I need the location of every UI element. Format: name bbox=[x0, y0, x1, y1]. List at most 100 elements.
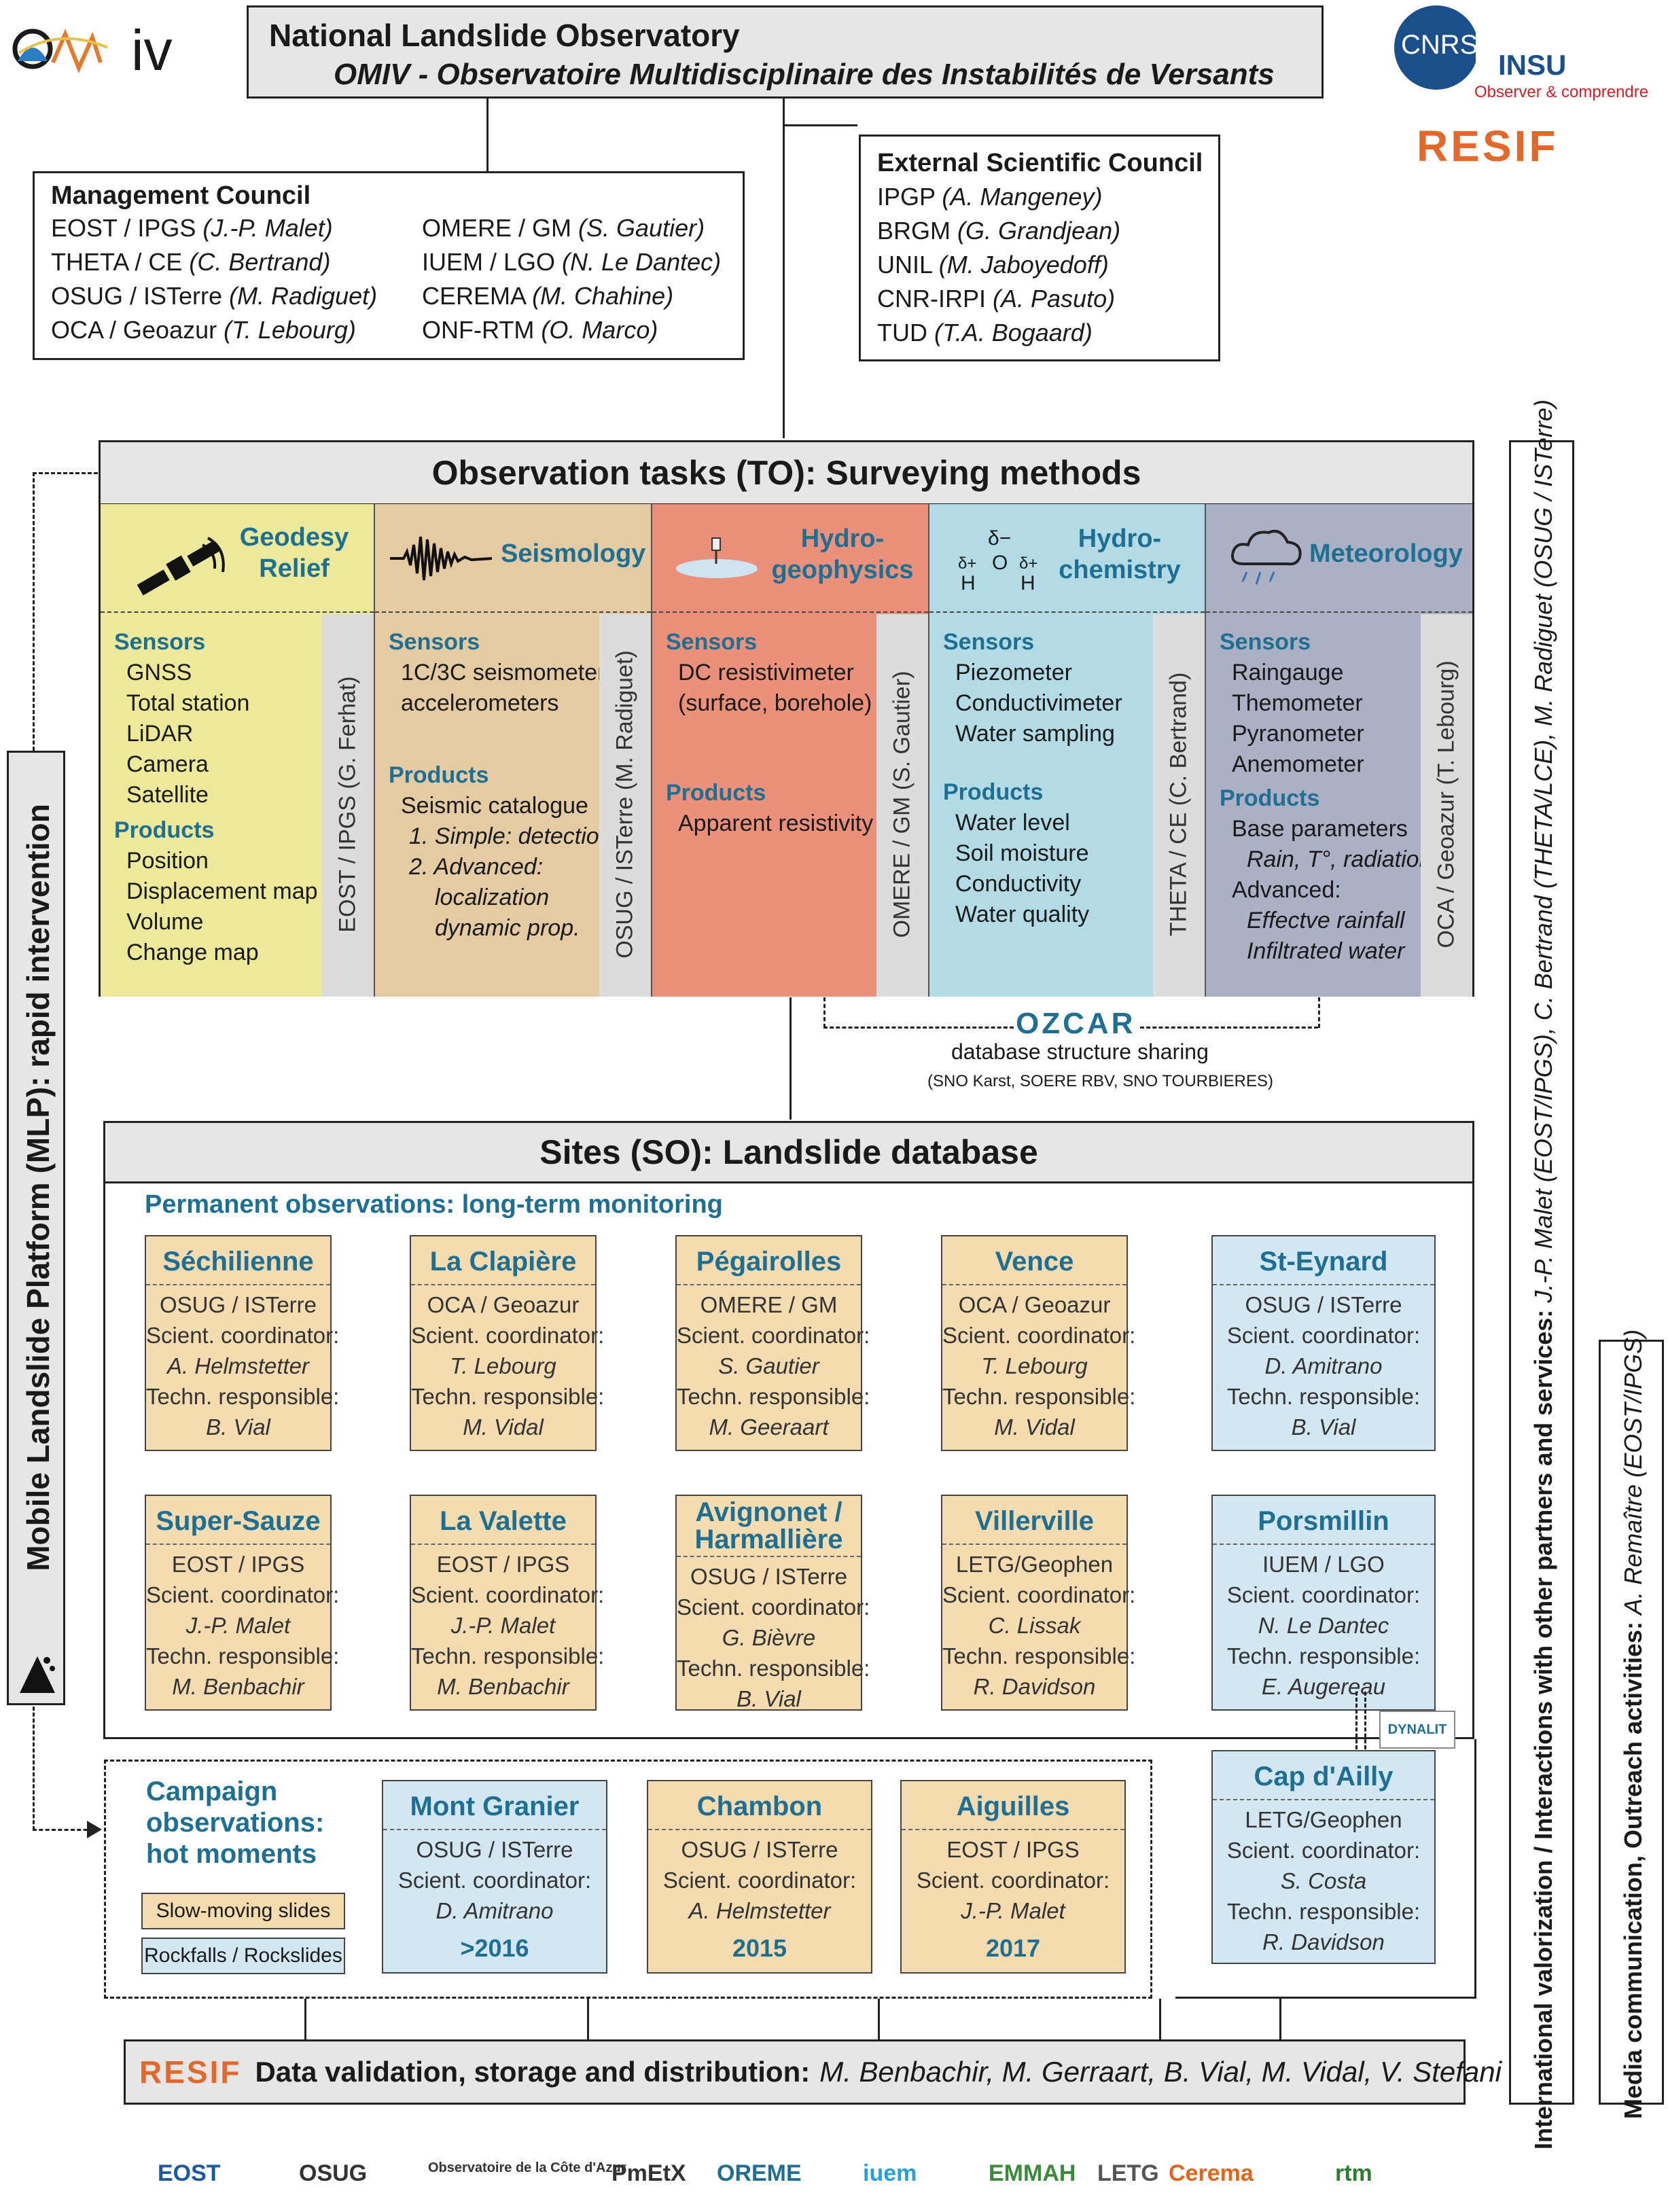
card-text: M. Geeraart bbox=[709, 1414, 829, 1440]
column-body: Sensors Raingauge Themometer Pyranometer… bbox=[1206, 614, 1432, 997]
products-label: Products bbox=[666, 780, 766, 806]
sites-frame bbox=[103, 1182, 1474, 1739]
card-text: A. Helmstetter bbox=[688, 1898, 831, 1923]
sensors-label: Sensors bbox=[666, 629, 758, 655]
column-responsible: THETA / CE (C. Bertrand) bbox=[1153, 614, 1205, 997]
media-people: A. Remaître (EOST/IPGS) bbox=[1619, 1329, 1647, 1615]
column-header: Meteorology bbox=[1206, 504, 1472, 613]
mlp-connector bbox=[33, 472, 35, 751]
column-body: Sensors 1C/3C seismometers accelerometer… bbox=[375, 614, 616, 997]
site-name: Super-Sauze bbox=[146, 1496, 330, 1545]
product-item: Infiltrated water bbox=[1247, 938, 1405, 964]
responsible-label: OSUG / ISTerre (M. Radiguet) bbox=[611, 650, 638, 959]
column-title: Geodesy Relief bbox=[239, 523, 349, 583]
satellite-icon bbox=[137, 537, 225, 596]
council-member: BRGM (G. Grandjean) bbox=[877, 217, 1121, 245]
sensor-item: Conductivimeter bbox=[955, 690, 1122, 716]
sensor-item: GNSS bbox=[126, 660, 192, 685]
card-text: Scient. coordinator: bbox=[677, 1323, 870, 1348]
management-council-box: Management Council EOST / IPGS (J.-P. Ma… bbox=[33, 171, 745, 360]
card-text: M. Benbachir bbox=[172, 1674, 304, 1699]
council-member: OCA / Geoazur (T. Lebourg) bbox=[51, 316, 356, 344]
footer-logo: EOST bbox=[158, 2160, 221, 2186]
omiv-logo: iv bbox=[5, 14, 209, 88]
footer-logo: Observatoire de la Côte d'Azur bbox=[428, 2160, 626, 2175]
media-bold: Media communication, Outreach activities… bbox=[1619, 1621, 1647, 2120]
sensor-item: Water sampling bbox=[955, 721, 1115, 747]
council-member: OMERE / GM (S. Gautier) bbox=[422, 214, 705, 242]
responsible-label: EOST / IPGS (G. Ferhat) bbox=[334, 676, 361, 933]
card-text: Techn. responsible: bbox=[146, 1384, 340, 1409]
card-text: Techn. responsible: bbox=[1226, 1643, 1421, 1669]
rain-cloud-icon bbox=[1231, 529, 1302, 585]
responsible-label: OMERE / GM (S. Gautier) bbox=[889, 671, 915, 938]
ozcar-sub: (SNO Karst, SOERE RBV, SNO TOURBIERES) bbox=[927, 1072, 1274, 1090]
mlp-connector bbox=[33, 1707, 35, 1830]
omiv-logo-iv: iv bbox=[131, 18, 173, 82]
site-name: Séchilienne bbox=[146, 1236, 330, 1285]
sensors-label: Sensors bbox=[1220, 629, 1311, 655]
data-bar-bold: Data validation, storage and distributio… bbox=[255, 2056, 811, 2088]
card-text: C. Lissak bbox=[988, 1613, 1081, 1638]
product-item: localization bbox=[435, 885, 550, 910]
card-text: Scient. coordinator: bbox=[397, 1868, 592, 1893]
card-text: T. Lebourg bbox=[981, 1353, 1088, 1378]
council-member: CNR-IRPI (A. Pasuto) bbox=[877, 285, 1116, 313]
sensor-item: Piezometer bbox=[955, 660, 1072, 685]
card-text: R. Davidson bbox=[1262, 1929, 1385, 1955]
card-text: S. Costa bbox=[1280, 1868, 1367, 1893]
product-item: Position bbox=[126, 848, 209, 874]
connector bbox=[783, 99, 785, 438]
connector bbox=[789, 997, 792, 1120]
responsible-label: OCA / Geoazur (T. Lebourg) bbox=[1433, 660, 1459, 948]
ozcar-logo: OZCAR bbox=[1016, 1007, 1136, 1040]
connector bbox=[587, 1999, 589, 2041]
connector bbox=[1159, 1999, 1161, 2041]
column-geodesy: Geodesy Relief Sensors GNSS Total statio… bbox=[101, 504, 375, 997]
sensors-label: Sensors bbox=[114, 629, 206, 655]
card-text: Scient. coordinator: bbox=[411, 1323, 605, 1348]
card-text: IUEM / LGO bbox=[1262, 1552, 1385, 1577]
council-member: THETA / CE (C. Bertrand) bbox=[51, 248, 331, 276]
card-text: Scient. coordinator: bbox=[677, 1594, 870, 1620]
sensors-label: Sensors bbox=[943, 629, 1035, 655]
column-responsible: OCA / Geoazur (T. Lebourg) bbox=[1421, 614, 1472, 997]
mlp-label: Mobile Landslide Platform (MLP): rapid i… bbox=[20, 804, 56, 1571]
legend-slow-moving: Slow-moving slides bbox=[141, 1893, 345, 1929]
products-label: Products bbox=[114, 817, 215, 843]
responsible-label: THETA / CE (C. Bertrand) bbox=[1165, 672, 1192, 937]
column-body: Sensors GNSS Total station LiDAR Camera … bbox=[101, 614, 318, 997]
connector bbox=[1279, 1999, 1281, 2041]
council-member: EOST / IPGS (J.-P. Malet) bbox=[51, 214, 333, 242]
arrow-right-icon bbox=[87, 1821, 102, 1838]
mlp-box: Mobile Landslide Platform (MLP): rapid i… bbox=[7, 751, 65, 1705]
product-item: Advanced: bbox=[1232, 877, 1341, 903]
product-item: Seismic catalogue bbox=[401, 793, 588, 819]
card-text: S. Gautier bbox=[718, 1353, 819, 1378]
header-box: National Landslide Observatory OMIV - Ob… bbox=[247, 5, 1324, 99]
card-text: D. Amitrano bbox=[1264, 1353, 1383, 1378]
column-seismology: Seismology Sensors 1C/3C seismometers ac… bbox=[375, 504, 652, 997]
card-text: EOST / IPGS bbox=[171, 1552, 305, 1577]
valorization-bold: International valorization / Interaction… bbox=[1529, 1309, 1557, 2149]
external-council-title: External Scientific Council bbox=[877, 149, 1203, 177]
column-hydrochemistry: δ− δ+ δ+ O H H Hydro- chemistry Sensors … bbox=[929, 504, 1206, 997]
card-text: LETG/Geophen bbox=[1245, 1807, 1402, 1832]
management-council-left: EOST / IPGS (J.-P. Malet) THETA / CE (C.… bbox=[51, 211, 377, 347]
site-name: Porsmillin bbox=[1213, 1496, 1434, 1545]
card-text: M. Vidal bbox=[463, 1414, 544, 1440]
sensor-item: Camera bbox=[126, 751, 209, 777]
external-council-box: External Scientific Council IPGP (A. Man… bbox=[859, 135, 1220, 361]
card-text: Techn. responsible: bbox=[942, 1643, 1136, 1669]
card-text: OSUG / ISTerre bbox=[681, 1837, 838, 1862]
card-text: J.-P. Malet bbox=[961, 1898, 1065, 1923]
card-text: G. Bièvre bbox=[722, 1625, 816, 1650]
site-name: Avignonet /Harmallière bbox=[677, 1496, 861, 1557]
card-text: J.-P. Malet bbox=[450, 1613, 556, 1638]
